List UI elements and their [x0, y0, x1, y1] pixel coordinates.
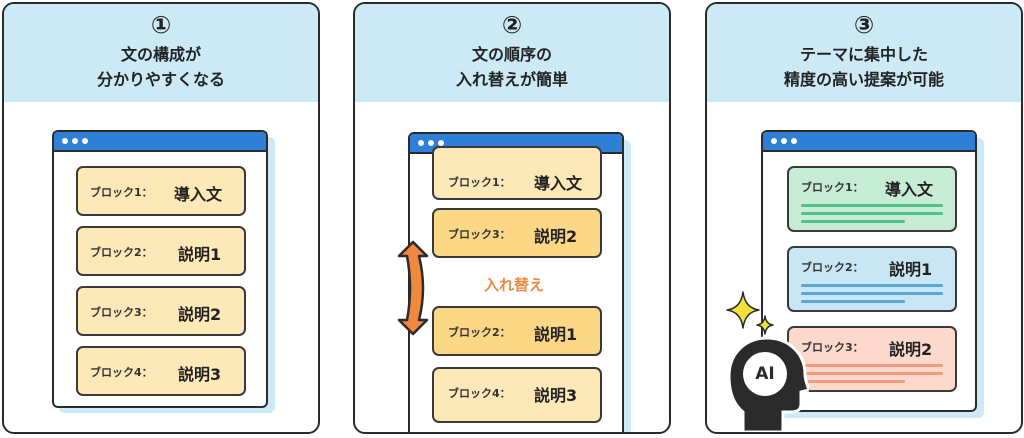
block-name: 説明1: [178, 245, 222, 264]
block-label: ブロック3：: [448, 228, 511, 241]
heading-line: 分かりやすくなる: [96, 70, 225, 89]
block-name: 説明2: [178, 305, 222, 324]
window-dot: [791, 138, 797, 144]
panel-number: ②: [501, 11, 523, 39]
heading-line: 文の構成が: [120, 45, 201, 64]
panel-header: ② 文の順序の 入れ替えが簡単: [355, 4, 669, 102]
block-label: ブロック1：: [90, 186, 153, 199]
block-item[interactable]: ブロック1： 導入文: [76, 166, 246, 216]
panel-structure: ① 文の構成が 分かりやすくなる ブロック1： 導入文 ブロック2： 説明1: [2, 2, 320, 434]
editor-window: ブロック1： 導入文 ブロック2： 説明1 ブロック3： 説明2 ブロック4： …: [52, 130, 268, 408]
block-item[interactable]: ブロック2： 説明1: [76, 226, 246, 276]
panel-heading: 文の順序の 入れ替えが簡単: [355, 42, 669, 92]
panel-heading: 文の構成が 分かりやすくなる: [4, 42, 318, 92]
heading-line: 精度の高い提案が可能: [783, 70, 944, 89]
swap-label: 入れ替え: [484, 276, 545, 294]
block-name: 説明3: [178, 365, 222, 384]
window-dot: [62, 138, 68, 144]
panel-ai-focus: ③ テーマに集中した 精度の高い提案が可能 ブロック1： 導入文 ブロック2：: [705, 2, 1023, 434]
block-item-swapped[interactable]: ブロック2： 説明1: [432, 306, 602, 356]
block-name: 説明1: [889, 260, 933, 279]
block-label: ブロック3：: [801, 341, 864, 354]
block-item[interactable]: ブロック2： 説明1: [787, 246, 957, 312]
block-name: 導入文: [885, 180, 934, 199]
window-titlebar: [54, 132, 266, 152]
panel-reorder: ② 文の順序の 入れ替えが簡単 ブロック1： 導入文 ブロック3： 説明2 入れ…: [353, 2, 671, 434]
panel-header: ③ テーマに集中した 精度の高い提案が可能: [707, 4, 1021, 102]
block-name: 説明3: [534, 386, 578, 405]
heading-line: 文の順序の: [471, 45, 552, 64]
block-label: ブロック1：: [801, 181, 864, 194]
block-name: 説明2: [534, 227, 578, 246]
block-item-swapped[interactable]: ブロック3： 説明2: [432, 208, 602, 258]
text-line: [801, 380, 905, 383]
swap-arrow-icon: [397, 240, 429, 336]
window-dot: [82, 138, 88, 144]
block-label: ブロック4：: [448, 387, 511, 400]
sparkle-icon: [726, 291, 774, 335]
block-label: ブロック2：: [448, 326, 511, 339]
block-item[interactable]: ブロック3： 説明2: [787, 326, 957, 392]
block-item[interactable]: ブロック1： 導入文: [432, 146, 602, 200]
text-line: [801, 284, 943, 287]
editor-window: ブロック1： 導入文 ブロック3： 説明2 入れ替え ブロック2： 説明1 ブロ…: [408, 132, 624, 432]
text-line: [801, 292, 943, 295]
block-label: ブロック2：: [801, 261, 864, 274]
block-item[interactable]: ブロック4： 説明3: [432, 367, 602, 423]
text-line: [801, 204, 943, 207]
block-item[interactable]: ブロック4： 説明3: [76, 346, 246, 396]
text-line: [801, 300, 905, 303]
text-line: [801, 372, 943, 375]
panel-number: ③: [853, 11, 875, 39]
ai-badge-text: AI: [755, 364, 775, 384]
block-label: ブロック1：: [448, 176, 511, 189]
window-dot: [418, 140, 424, 146]
text-line: [801, 220, 905, 223]
text-line: [801, 212, 943, 215]
window-dot: [438, 140, 444, 146]
block-name: 導入文: [174, 185, 223, 204]
window-titlebar: [763, 132, 975, 152]
window-dot: [771, 138, 777, 144]
window-dot: [72, 138, 78, 144]
block-item[interactable]: ブロック1： 導入文: [787, 166, 957, 232]
block-name: 説明2: [889, 340, 933, 359]
ai-head-icon: AI: [727, 336, 809, 432]
panel-heading: テーマに集中した 精度の高い提案が可能: [707, 42, 1021, 92]
block-name: 説明1: [534, 325, 578, 344]
block-name: 導入文: [534, 174, 583, 193]
block-label: ブロック3：: [90, 306, 153, 319]
text-line: [801, 364, 943, 367]
block-label: ブロック2：: [90, 246, 153, 259]
window-dot: [781, 138, 787, 144]
window-dot: [428, 140, 434, 146]
panel-header: ① 文の構成が 分かりやすくなる: [4, 4, 318, 102]
block-label: ブロック4：: [90, 366, 153, 379]
block-item[interactable]: ブロック3： 説明2: [76, 286, 246, 336]
heading-line: 入れ替えが簡単: [455, 70, 568, 89]
panel-number: ①: [150, 11, 172, 39]
heading-line: テーマに集中した: [799, 45, 928, 64]
